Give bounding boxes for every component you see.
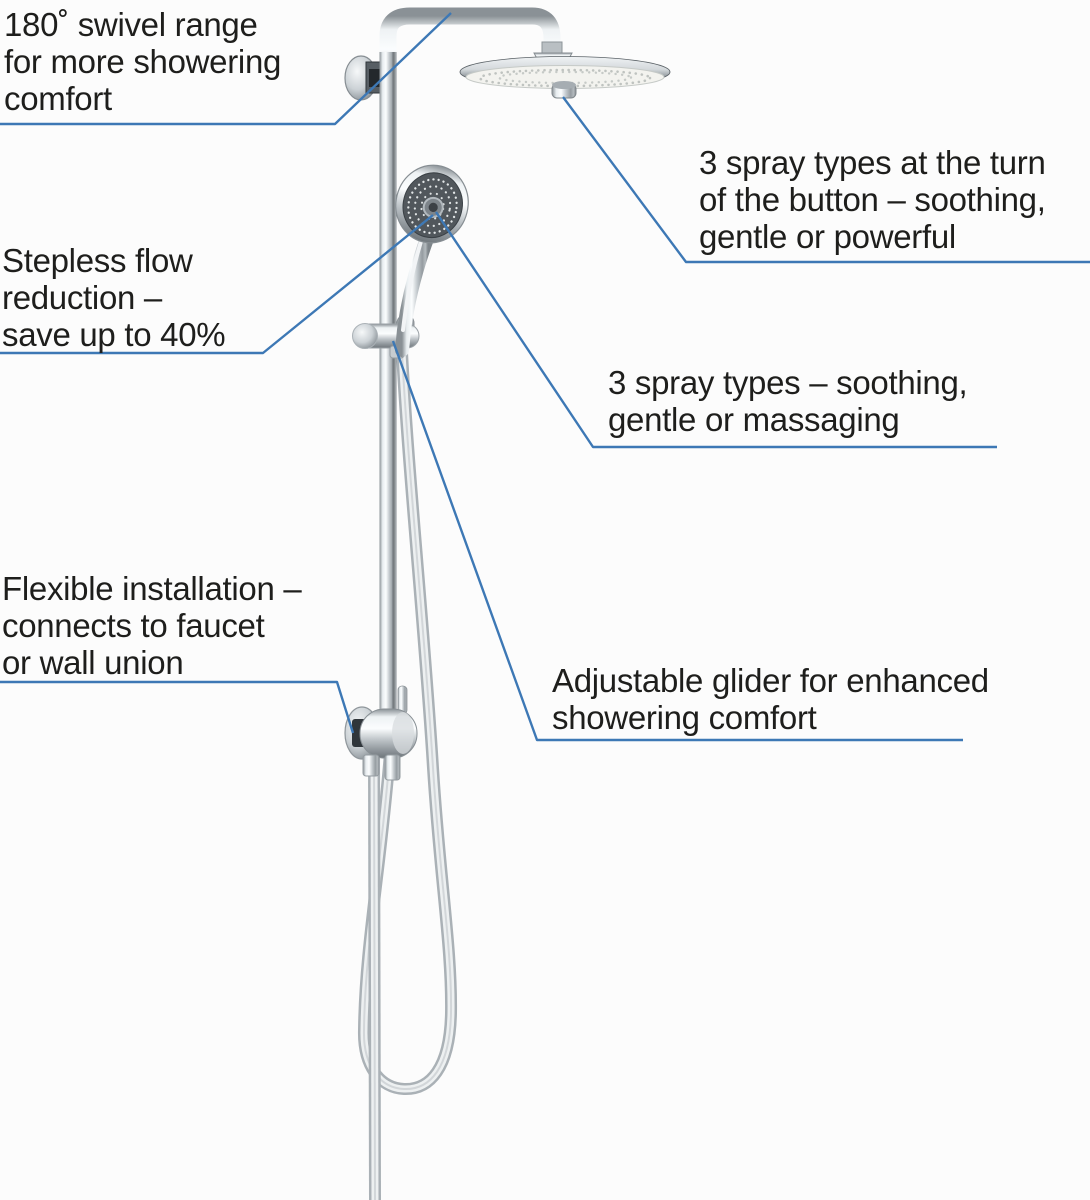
shower-rail	[379, 52, 397, 742]
annotation-swivel-range: 180˚ swivel range for more showering com…	[4, 6, 281, 117]
leader-swivel-range	[0, 12, 452, 126]
annotation-line: or wall union	[2, 644, 184, 681]
annotation-line: gentle or massaging	[608, 401, 900, 438]
annotation-line: save up to 40%	[2, 316, 226, 353]
annotation-spray-types-head: 3 spray types at the turn of the button …	[699, 144, 1046, 255]
annotation-adjustable-glider: Adjustable glider for enhanced showering…	[552, 662, 989, 736]
annotation-line: Flexible installation –	[2, 570, 302, 607]
shower-arm	[379, 7, 561, 100]
annotation-line: 180˚ swivel range	[4, 6, 258, 43]
annotation-line: Stepless flow	[2, 242, 193, 279]
annotation-line: gentle or powerful	[699, 218, 956, 255]
spray-mode-button	[551, 81, 577, 99]
hose-outlet	[362, 754, 380, 777]
annotation-line: for more showering	[4, 43, 282, 80]
annotation-line: 3 spray types – soothing,	[608, 364, 968, 401]
leader-flexible-installation	[0, 680, 355, 734]
wall-union	[344, 685, 418, 781]
leader-adjustable-glider	[391, 340, 963, 742]
leader-lines	[0, 12, 1090, 742]
leader-spray-types-hand	[435, 211, 997, 449]
leader-flow-reduction	[0, 214, 434, 355]
shower-hose	[357, 351, 458, 1200]
annotation-line: 3 spray types at the turn	[699, 144, 1046, 181]
hand-shower	[395, 164, 469, 357]
hose-outlet	[384, 754, 401, 781]
hand-shower-head	[395, 164, 469, 244]
annotation-line: connects to faucet	[2, 607, 265, 644]
annotation-spray-types-hand: 3 spray types – soothing, gentle or mass…	[608, 364, 968, 438]
annotation-line: showering comfort	[552, 699, 817, 736]
annotation-line: of the button – soothing,	[699, 181, 1046, 218]
rain-shower-head	[459, 56, 671, 99]
annotation-flow-reduction: Stepless flow reduction – save up to 40%	[2, 242, 226, 353]
annotation-line: Adjustable glider for enhanced	[552, 662, 989, 699]
annotation-flexible-installation: Flexible installation – connects to fauc…	[2, 570, 302, 681]
annotation-line: comfort	[4, 80, 112, 117]
leader-spray-types-head	[562, 96, 1090, 264]
annotation-line: reduction –	[2, 279, 162, 316]
